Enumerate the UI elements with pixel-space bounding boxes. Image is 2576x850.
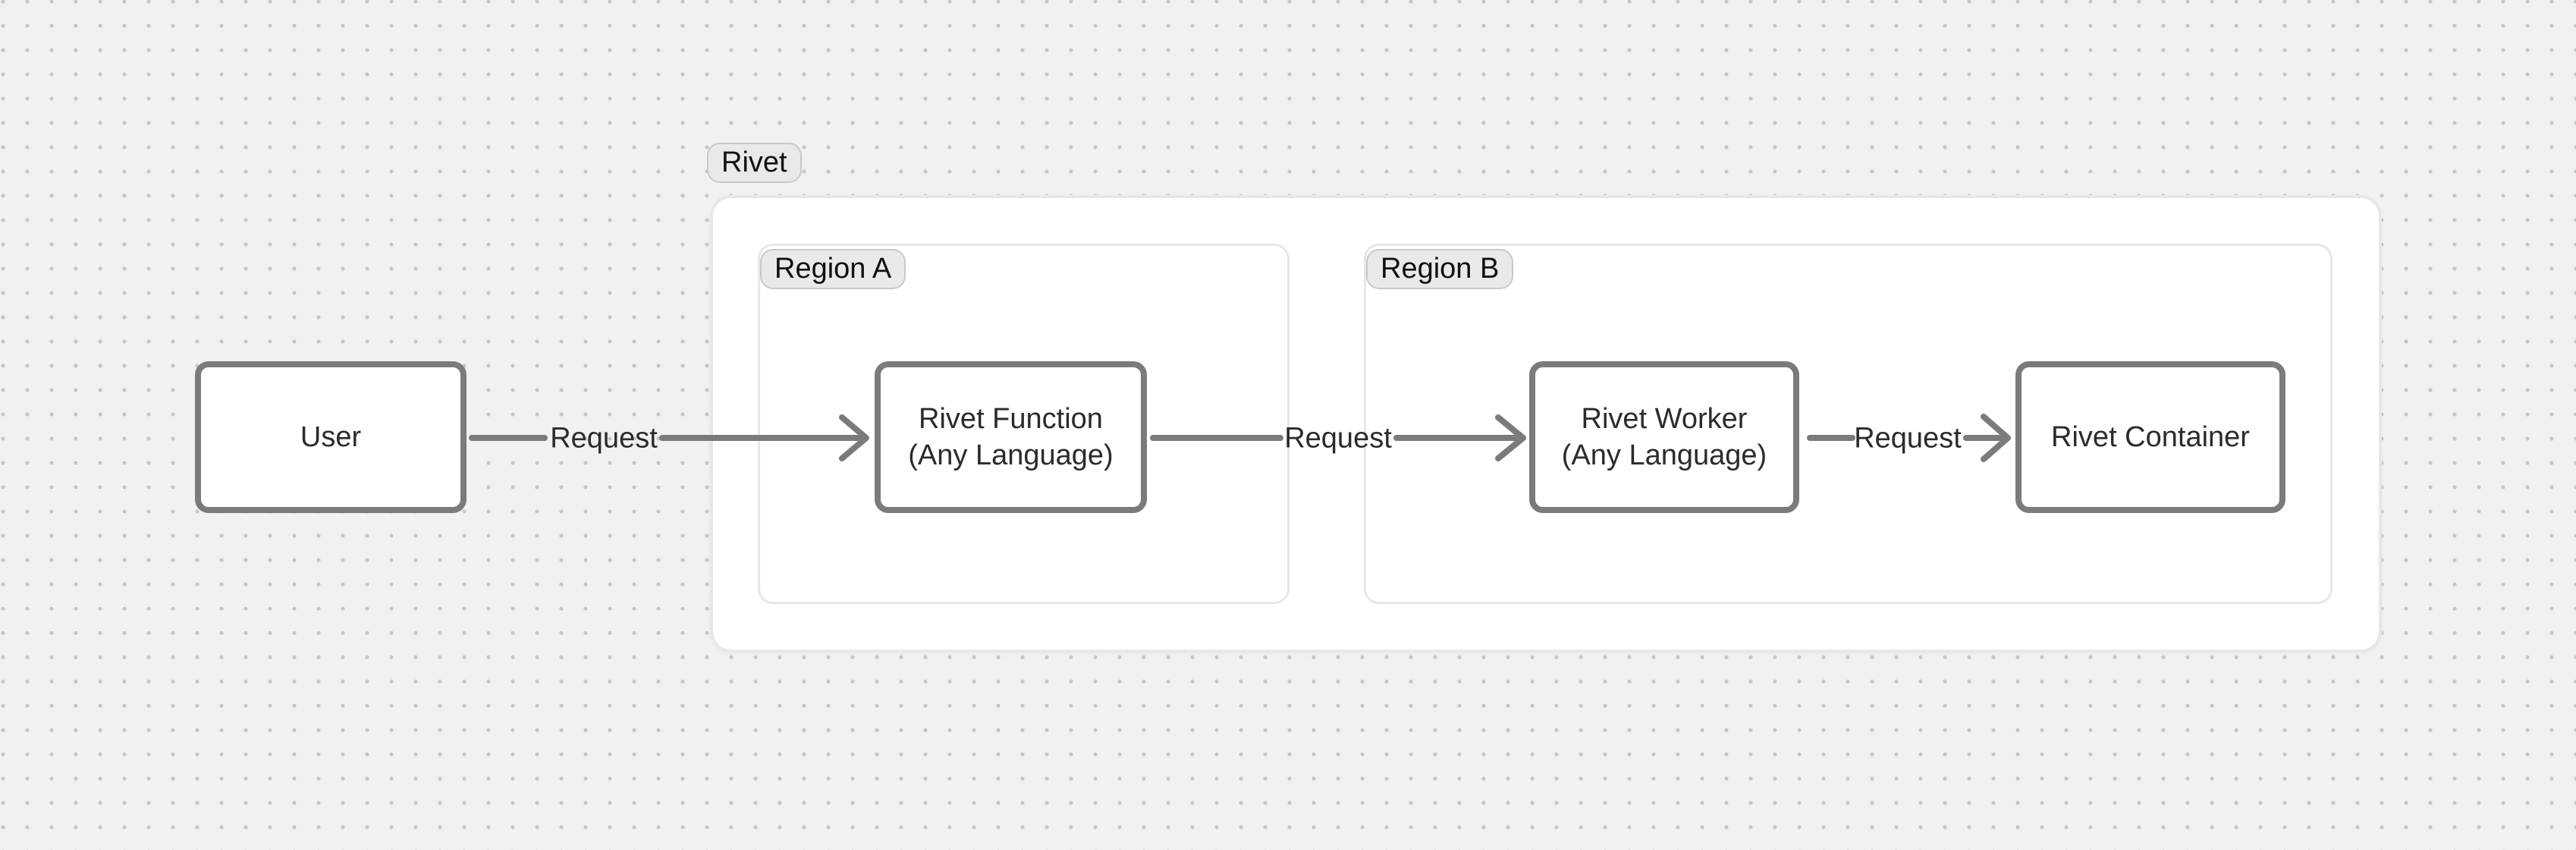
rivet-function-node-sublabel: (Any Language) bbox=[908, 439, 1114, 471]
rivet-container-node-label: Rivet Container bbox=[2051, 421, 2250, 453]
user-node-label: User bbox=[300, 421, 362, 453]
rivet-function-node: Rivet Function (Any Language) bbox=[875, 361, 1147, 513]
rivet-group-label-pill: Rivet bbox=[707, 143, 802, 183]
region-a-label: Region A bbox=[774, 253, 892, 285]
edge-user-function-label: Request bbox=[550, 422, 658, 455]
region-b-label: Region B bbox=[1381, 253, 1500, 285]
region-a-label-pill: Region A bbox=[760, 249, 906, 289]
rivet-function-node-label: Rivet Function bbox=[919, 403, 1103, 435]
rivet-group-label: Rivet bbox=[721, 146, 787, 178]
rivet-worker-node: Rivet Worker (Any Language) bbox=[1529, 361, 1799, 513]
rivet-worker-node-label: Rivet Worker bbox=[1581, 403, 1748, 435]
rivet-container-node: Rivet Container bbox=[2015, 361, 2285, 513]
user-node: User bbox=[195, 361, 467, 513]
region-b-label-pill: Region B bbox=[1366, 249, 1514, 289]
rivet-worker-node-sublabel: (Any Language) bbox=[1561, 439, 1767, 471]
edge-worker-container-label: Request bbox=[1854, 422, 1962, 455]
edge-function-worker-label: Request bbox=[1284, 422, 1392, 455]
